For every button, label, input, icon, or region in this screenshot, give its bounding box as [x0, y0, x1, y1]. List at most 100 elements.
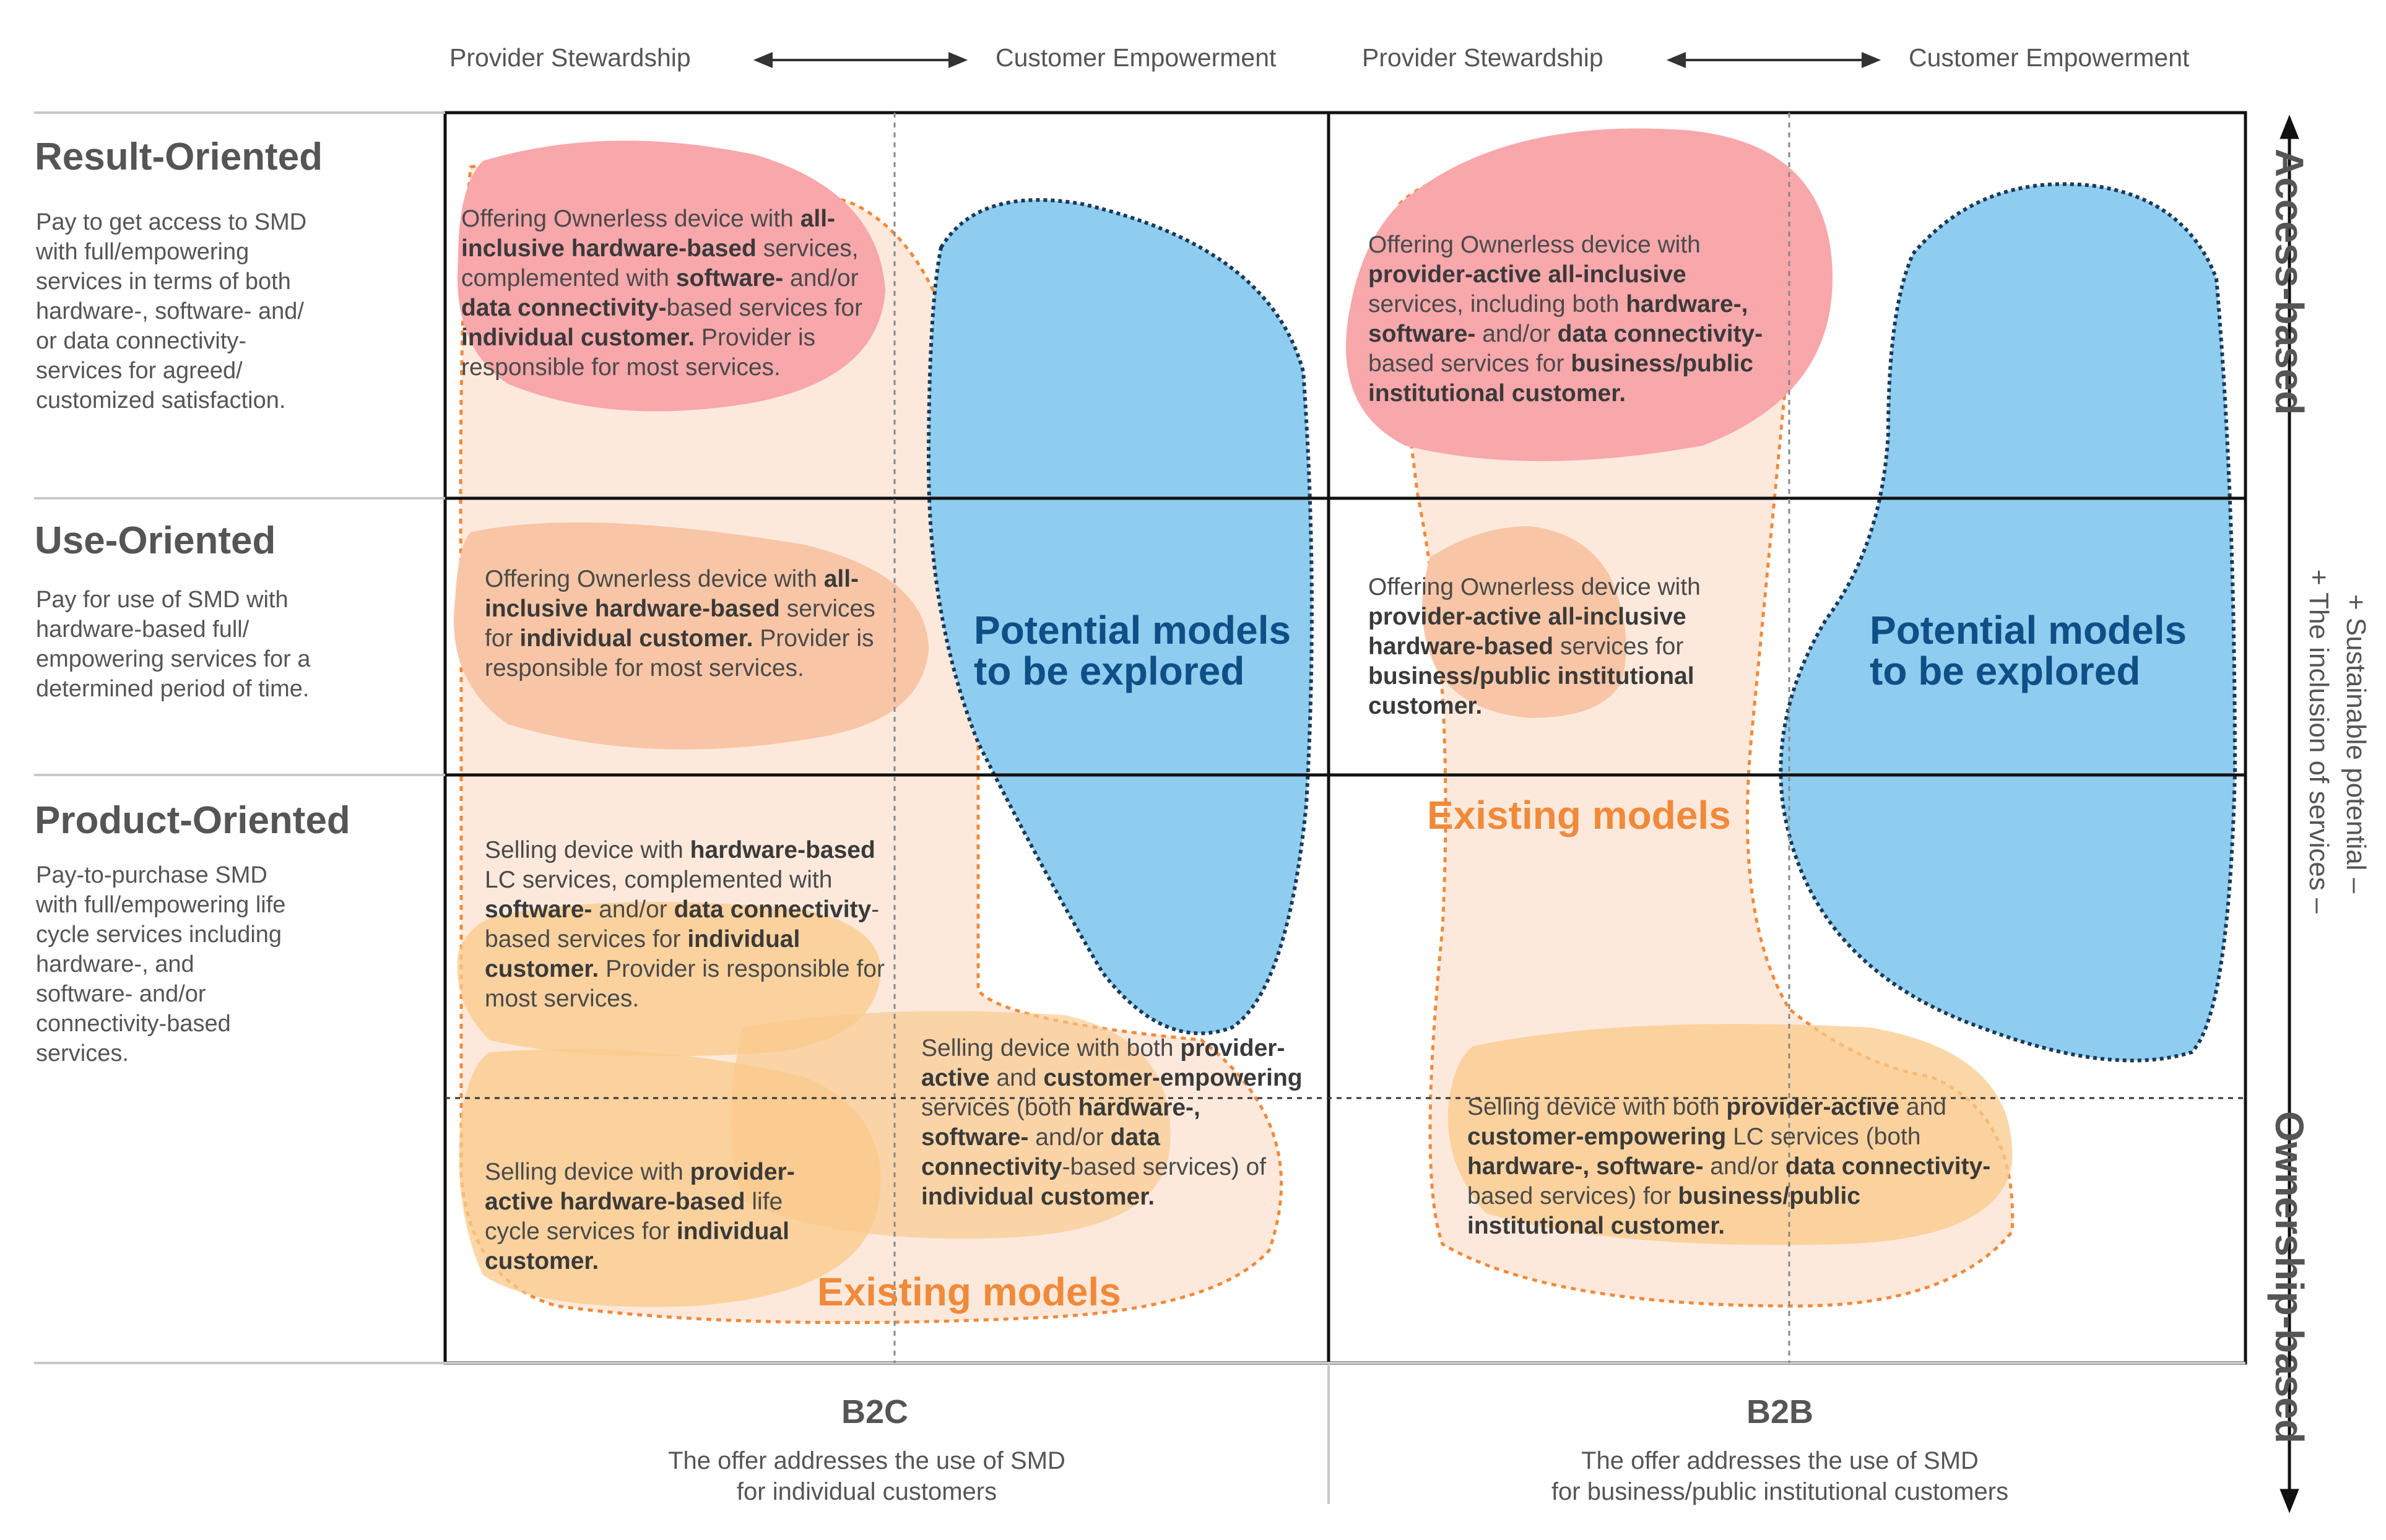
cell-text-segment: provider-active: [921, 1035, 1285, 1091]
cell-text-segment: and/or: [783, 265, 859, 292]
vertical-axis-arrow: [2280, 115, 2299, 1513]
cell-text-segment: based services) for: [1467, 1183, 1678, 1209]
cell-text-segment: based services for: [666, 295, 863, 321]
potential-blob-b2b: [1779, 182, 2237, 1063]
cell-text-segment: services, complemented with: [461, 235, 859, 292]
cell-text-segment: individual customer.: [485, 1218, 789, 1274]
result-blob-b2c: [458, 141, 885, 412]
row-desc-use: Pay for use of SMD with hardware-based f…: [36, 587, 311, 702]
cell-text-segment: Selling device with both: [921, 1035, 1181, 1062]
cell-text-segment: -based services for: [485, 896, 880, 953]
cell-text-segment: and/or: [1475, 321, 1558, 347]
cell-text-segment: Selling device with: [485, 837, 690, 863]
axis-inclusion-of-services: + The inclusion of services –: [2304, 569, 2334, 914]
cell-text-segment: services for: [485, 595, 875, 652]
cell-text-segment: hardware-, software-: [1368, 291, 1748, 347]
cell-text-segment: based services for: [1368, 350, 1571, 377]
b2c-header-arrow: [753, 52, 968, 68]
cell-text-segment: hardware-based: [690, 837, 875, 863]
row-title-result: Result-Oriented: [35, 136, 323, 178]
column-desc-b2c: The offer addresses the use of SMD for i…: [668, 1447, 1065, 1505]
result-blob-b2b: [1346, 128, 1833, 461]
cell-b2b-use: Offering Ownerless device with provider-…: [1368, 573, 1771, 721]
cell-text-segment: Selling device with: [485, 1159, 690, 1185]
use-blob-b2b: [1422, 526, 1626, 718]
cell-text-segment: data connectivity-: [1785, 1153, 1991, 1180]
cell-text-segment: provider-active all-inclusive hardware-b…: [1368, 603, 1686, 660]
cell-text-segment: services, including both: [1368, 291, 1626, 318]
cell-text-segment: data connectivity-: [461, 295, 667, 321]
cell-text-segment: Provider is responsible for most service…: [485, 625, 874, 681]
cell-text-segment: all-inclusive hardware-based: [485, 566, 859, 622]
cell-text-segment: life cycle services for: [485, 1188, 783, 1245]
existing-models-b2c-label: Existing models: [817, 1270, 1121, 1314]
cell-text-segment: hardware-, software-: [1467, 1153, 1704, 1180]
cell-text-segment: Offering Ownerless device with: [1368, 574, 1701, 600]
cell-b2c-product-2: Selling device with both provider-active…: [921, 1034, 1308, 1212]
cell-text-segment: software-: [485, 896, 592, 923]
cell-text-segment: Offering Ownerless device with: [485, 566, 824, 592]
use-blob-b2c: [454, 522, 929, 750]
cell-text-segment: individual customer.: [461, 324, 695, 351]
cell-text-segment: business/public institutional customer.: [1467, 1183, 1861, 1239]
cell-text-segment: individual customer.: [921, 1183, 1155, 1210]
cell-text-segment: services (both: [921, 1094, 1078, 1121]
cell-text-segment: and: [1899, 1094, 1946, 1120]
cell-text-segment: and: [989, 1065, 1044, 1091]
cell-b2c-use: Offering Ownerless device with all-inclu…: [485, 565, 887, 683]
cell-text-segment: and/or: [592, 896, 674, 923]
axis-sustainable-potential: + Sustainable potential –: [2341, 594, 2371, 894]
cell-text-segment: Selling device with both: [1467, 1094, 1727, 1120]
cell-text-segment: provider-active all-inclusive: [1368, 261, 1686, 288]
cell-text-segment: provider-active: [1726, 1094, 1900, 1120]
cell-text-segment: and/or: [1028, 1124, 1111, 1151]
cell-text-segment: hardware-, software-: [921, 1094, 1200, 1151]
header-b2b-customer-empowerment: Customer Empowerment: [1909, 43, 2190, 72]
row-desc-result: Pay to get access to SMD with full/empow…: [36, 209, 307, 413]
existing-models-b2b-label: Existing models: [1427, 793, 1731, 837]
cell-text-segment: LC services, complemented with: [485, 867, 833, 893]
potential-blob-b2c: [926, 198, 1314, 1036]
product-blob-b2b: [1447, 1024, 2013, 1245]
cell-b2c-product-3: Selling device with provider-active hard…: [485, 1157, 831, 1276]
potential-models-b2c-label: Potential models to be explored: [974, 608, 1291, 693]
cell-text-segment: and/or: [1703, 1153, 1785, 1180]
axis-ownership-based: Ownership-based: [2267, 1111, 2312, 1443]
cell-b2b-result: Offering Ownerless device with provider-…: [1368, 230, 1771, 409]
column-title-b2b: B2B: [1746, 1393, 1814, 1430]
cell-text-segment: individual customer.: [519, 625, 753, 652]
axis-access-based: Access-based: [2267, 149, 2312, 415]
column-title-b2c: B2C: [841, 1393, 909, 1430]
cell-text-segment: customer-empowering: [1467, 1123, 1727, 1150]
header-b2c-customer-empowerment: Customer Empowerment: [996, 43, 1277, 72]
cell-text-segment: all-inclusive hardware-based: [461, 205, 836, 262]
cell-text-segment: business/public institutional customer.: [1368, 350, 1754, 407]
cell-text-segment: LC services (both: [1726, 1123, 1921, 1150]
cell-text-segment: software-: [675, 265, 784, 292]
row-desc-product: Pay-to-purchase SMD with full/empowering…: [36, 862, 286, 1066]
cell-text-segment: data connectivity: [674, 896, 872, 923]
cell-text-segment: Offering Ownerless device with: [1368, 231, 1701, 258]
row-title-use: Use-Oriented: [35, 519, 276, 562]
column-desc-b2b: The offer addresses the use of SMD for b…: [1551, 1447, 2009, 1505]
product-blob-b2c-1: [457, 902, 881, 1057]
cell-b2c-product-1: Selling device with hardware-based LC se…: [485, 836, 887, 1014]
product-blob-b2c-3: [459, 1049, 881, 1307]
cell-text-segment: Provider is responsible for most service…: [485, 956, 885, 1012]
header-b2b-provider-stewardship: Provider Stewardship: [1362, 43, 1603, 72]
cell-text-segment: individual customer.: [485, 926, 800, 982]
cell-text-segment: Offering Ownerless device with: [461, 205, 800, 232]
header-b2c-provider-stewardship: Provider Stewardship: [449, 43, 691, 72]
cell-text-segment: business/public institutional customer.: [1368, 663, 1694, 719]
potential-models-b2b-label: Potential models to be explored: [1870, 608, 2187, 693]
cell-text-segment: services for: [1553, 633, 1684, 660]
b2b-header-arrow: [1666, 52, 1881, 68]
cell-b2b-product: Selling device with both provider-active…: [1467, 1092, 2000, 1241]
row-title-product: Product-Oriented: [35, 799, 350, 842]
cell-text-segment: -based services) of: [1062, 1154, 1267, 1180]
cell-text-segment: Provider is responsible for most service…: [461, 324, 816, 381]
cell-text-segment: provider-active hardware-based: [485, 1159, 795, 1215]
cell-text-segment: data connectivity: [921, 1124, 1160, 1180]
